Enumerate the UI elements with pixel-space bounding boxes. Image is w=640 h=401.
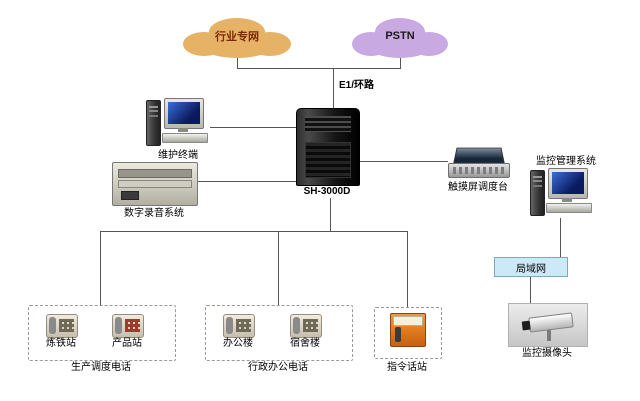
pstn-cloud-drop-line <box>400 58 401 68</box>
cctv-camera-icon <box>521 312 574 333</box>
pc-keyboard-icon <box>162 133 208 143</box>
bus-drop-production-line <box>100 231 101 305</box>
server-slots-icon <box>305 116 351 132</box>
monitor-stand-icon <box>562 198 572 202</box>
monitoring-system-pc <box>530 168 594 218</box>
group-command-station-box <box>374 307 442 359</box>
pstn-label: PSTN <box>385 30 415 42</box>
lan-box: 局域网 <box>494 257 568 277</box>
industry-network-cloud: 行业专网 <box>178 16 296 60</box>
cloud-icon <box>352 18 448 58</box>
handset-icon <box>49 317 56 334</box>
keypad-icon <box>236 319 251 332</box>
phone-icon <box>112 314 144 338</box>
bus-drop-office-line <box>278 231 279 305</box>
recorder-bay-icon <box>118 180 192 188</box>
command-station-panel-icon <box>393 316 423 326</box>
recorder-display-icon <box>121 191 139 200</box>
pc-monitor-icon <box>548 168 588 199</box>
digital-recorder-device <box>112 162 198 206</box>
touch-console-label: 触摸屏调度台 <box>448 182 508 193</box>
e1-trunk-label: E1/环路 <box>339 80 375 91</box>
station-label: 产品站 <box>112 338 142 349</box>
e1-trunk-line <box>333 68 334 108</box>
phone-icon <box>46 314 78 338</box>
server-to-terminal-line <box>210 127 296 128</box>
keypad-icon <box>303 319 318 332</box>
pstn-cloud: PSTN <box>348 16 452 60</box>
phone-icon <box>290 314 322 338</box>
camera-photo <box>508 303 588 347</box>
group-office-label: 行政办公电话 <box>248 362 308 373</box>
phone-icon <box>223 314 255 338</box>
station-label: 办公楼 <box>223 338 253 349</box>
pc-tower-icon <box>146 100 161 146</box>
touch-console-device <box>448 146 510 178</box>
pc-monitor-icon <box>164 98 204 129</box>
handset-icon <box>293 317 300 334</box>
handset-icon <box>115 317 122 334</box>
cloud-connector-line <box>237 68 401 69</box>
camera-label: 监控摄像头 <box>522 348 572 359</box>
server-to-recorder-line <box>196 181 296 182</box>
keypad-icon <box>125 319 140 332</box>
station-label: 宿舍楼 <box>290 338 320 349</box>
bus-drop-command-line <box>407 231 408 307</box>
industry-cloud-drop-line <box>237 58 238 68</box>
server-to-bus-line <box>330 198 331 231</box>
lan-label: 局域网 <box>516 263 546 275</box>
monitoring-system-label: 监控管理系统 <box>536 156 596 167</box>
keypad-icon <box>59 319 74 332</box>
monitor-stand-icon <box>178 128 188 132</box>
industry-network-label: 行业专网 <box>215 31 259 43</box>
station-label: 炼铁站 <box>46 338 76 349</box>
maintenance-terminal-label: 维护终端 <box>158 150 198 161</box>
group-office-phones-box <box>205 305 353 361</box>
camera-mount-icon <box>547 330 551 341</box>
recorder-bay-icon <box>118 169 192 178</box>
handset-icon <box>395 327 401 342</box>
console-screen-icon <box>453 147 505 164</box>
server-to-console-line <box>358 161 448 162</box>
maintenance-terminal-pc <box>146 98 210 148</box>
server-label: SH-3000D <box>303 186 351 197</box>
group-production-label: 生产调度电话 <box>71 362 131 373</box>
group-production-phones-box <box>28 305 176 361</box>
sh3000d-server-cabinet <box>296 108 360 186</box>
group-command-label: 指令话站 <box>387 362 427 373</box>
lan-to-camera-line <box>530 276 531 303</box>
extension-bus-line <box>100 231 408 232</box>
monitoring-to-lan-line <box>560 218 561 257</box>
handset-icon <box>226 317 233 334</box>
pc-tower-icon <box>530 170 545 216</box>
recording-system-label: 数字录音系统 <box>124 208 184 219</box>
cloud-icon <box>183 18 291 58</box>
server-vents-icon <box>305 142 351 178</box>
console-body-icon <box>448 163 510 178</box>
pc-keyboard-icon <box>546 203 592 213</box>
command-station-device <box>390 313 426 347</box>
camera-lens-icon <box>521 320 531 331</box>
